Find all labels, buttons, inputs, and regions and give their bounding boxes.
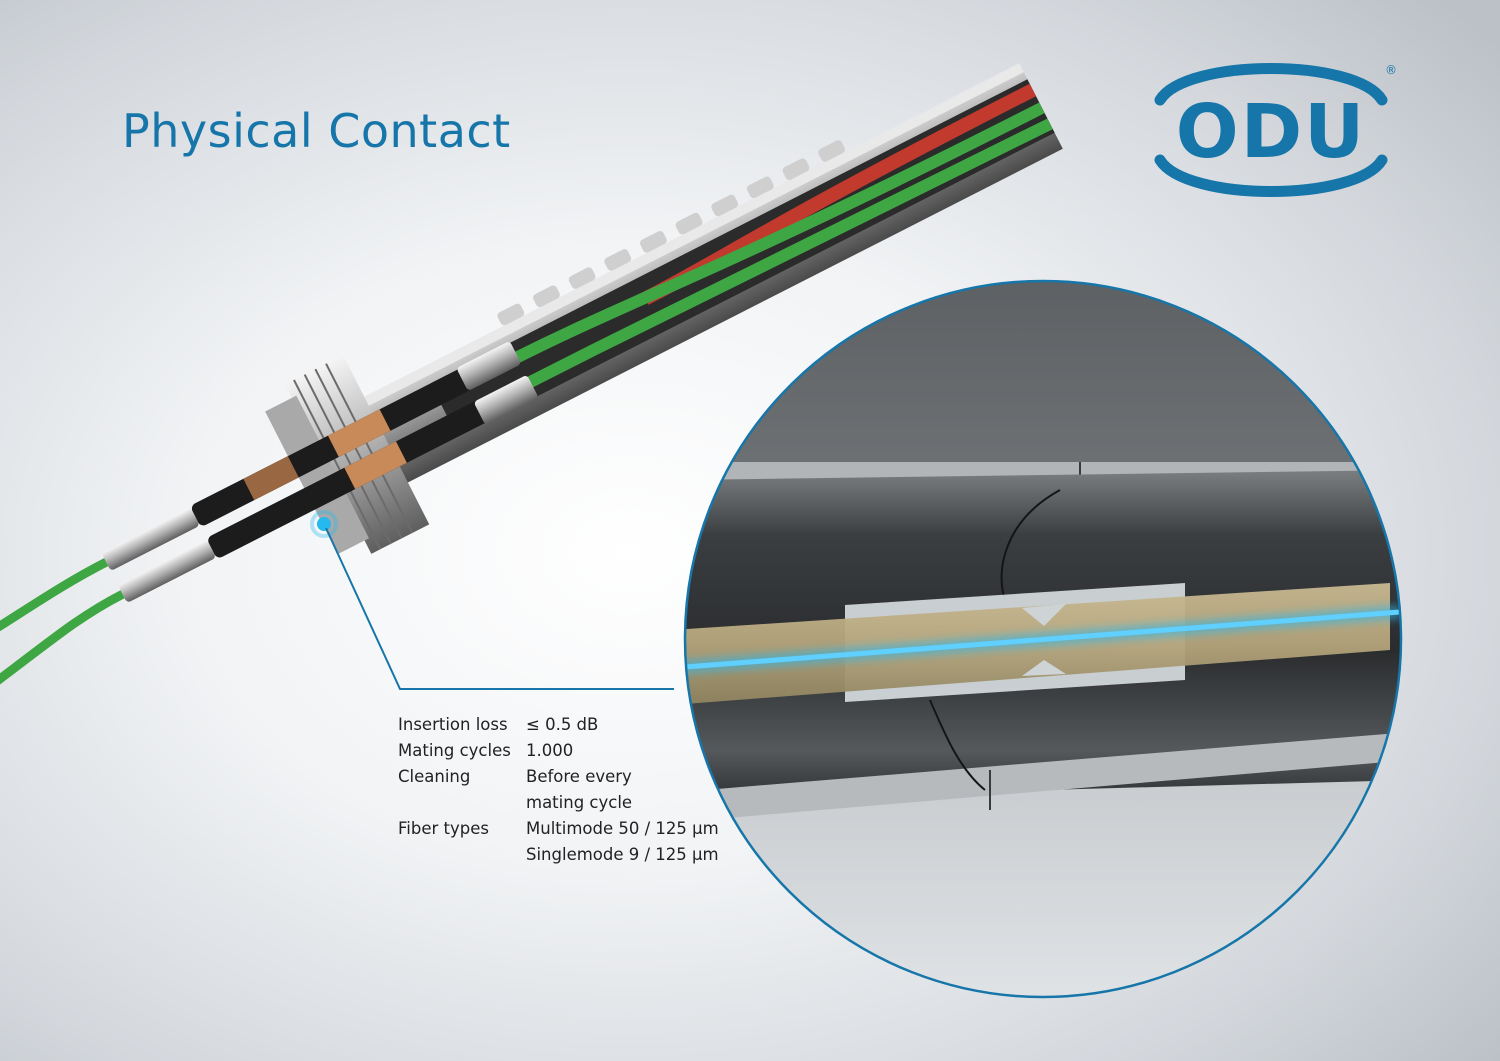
spec-value: mating cycle [526, 793, 633, 812]
spec-value: Multimode 50 / 125 µm [526, 819, 719, 838]
spec-row-cleaning: Cleaning Before every mating cycle [398, 764, 719, 816]
spec-row-mating-cycles: Mating cycles 1.000 [398, 738, 719, 764]
spec-row-fiber-types: Fiber types Multimode 50 / 125 µm Single… [398, 816, 719, 868]
spec-value: ≤ 0.5 dB [526, 715, 599, 734]
page-title: Physical Contact [122, 104, 511, 158]
spec-row-insertion-loss: Insertion loss ≤ 0.5 dB [398, 712, 719, 738]
specifications: Insertion loss ≤ 0.5 dB Mating cycles 1.… [398, 712, 719, 868]
logo-text: ODU [1176, 89, 1366, 175]
spec-value: 1.000 [526, 741, 574, 760]
magnified-detail [685, 281, 1401, 997]
spec-value: Singlemode 9 / 125 µm [526, 845, 719, 864]
registered-mark: ® [1385, 63, 1396, 77]
odu-logo: ODU ® [1154, 63, 1396, 197]
spec-label: Mating cycles [398, 741, 511, 760]
spec-label: Insertion loss [398, 715, 508, 734]
detail-marker [317, 517, 331, 531]
callout-line [325, 527, 674, 690]
spec-label: Fiber types [398, 819, 489, 838]
spec-label: Cleaning [398, 767, 471, 786]
spec-value: Before every [526, 767, 632, 786]
connector-cross-section [0, 63, 1063, 691]
